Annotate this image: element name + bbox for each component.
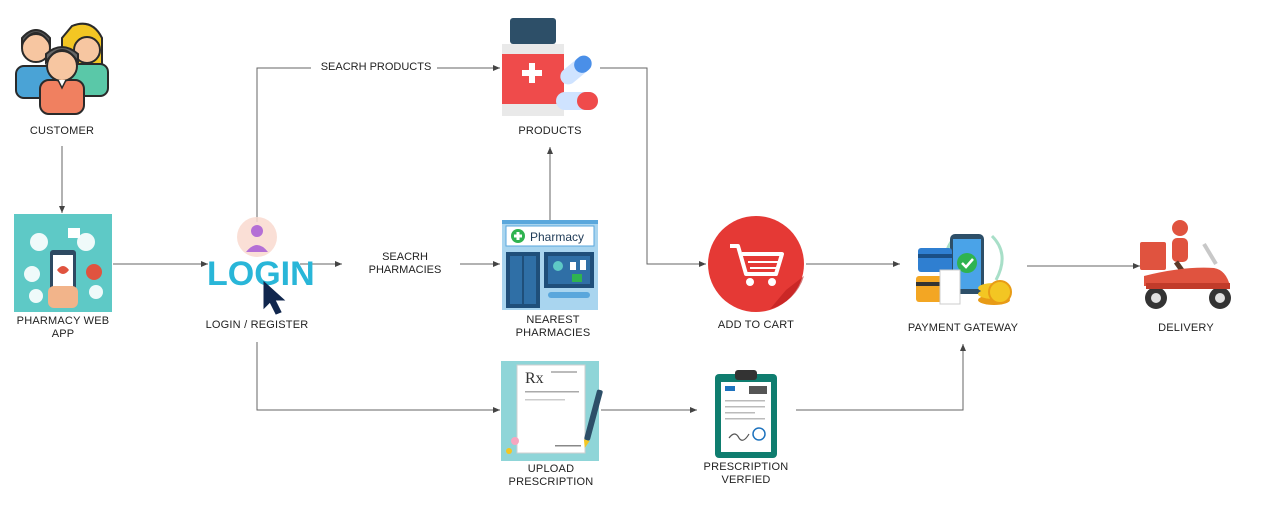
login-register-label: LOGIN / REGISTER — [197, 319, 317, 332]
customer-label: CUSTOMER — [12, 125, 112, 138]
search-pharmacies-edge-label-line2: PHARMACIES — [368, 264, 442, 276]
nearest-pharmacies-label-line1: NEAREST — [526, 314, 580, 326]
delivery-scooter-icon — [1140, 220, 1231, 309]
products-label-text: PRODUCTS — [518, 125, 582, 137]
search-pharmacies-edge-label-line1: SEACRH — [382, 251, 428, 263]
search-products-edge-label-text: SEACRH PRODUCTS — [320, 61, 432, 73]
pharmacy-web-app-label-line1: PHARMACY WEB — [16, 315, 110, 327]
prescription-verified-label: PRESCRIPTION VERFIED — [690, 461, 802, 487]
products-icon — [502, 18, 598, 116]
payment-gateway-icon — [916, 234, 1012, 305]
pharmacy-sign-text: Pharmacy — [530, 230, 584, 244]
upload-prescription-label-line2: PRESCRIPTION — [508, 476, 594, 488]
pharmacy-web-app-label-line2: APP — [51, 328, 75, 340]
edge-verified-to-payment — [796, 344, 966, 411]
search-products-edge-label: SEACRH PRODUCTS — [315, 61, 437, 74]
search-pharmacies-edge-label: SEACRH PHARMACIES — [352, 251, 458, 277]
delivery-label: DELIVERY — [1136, 322, 1236, 335]
add-to-cart-label: ADD TO CART — [700, 319, 812, 332]
edge-login-to-upload — [256, 342, 500, 413]
nearest-pharmacies-label: NEAREST PHARMACIES — [500, 314, 606, 340]
edges — [59, 65, 1140, 413]
pharmacy-web-app-icon — [14, 214, 112, 312]
upload-prescription-label-line1: UPLOAD — [527, 463, 575, 475]
prescription-verified-label-line2: VERFIED — [721, 474, 771, 486]
prescription-verified-label-line1: PRESCRIPTION — [703, 461, 789, 473]
upload-prescription-icon: Rx — [501, 361, 603, 461]
pharmacy-web-app-label: PHARMACY WEB APP — [8, 315, 118, 341]
edge-login-to-search-products — [256, 67, 311, 222]
delivery-label-text: DELIVERY — [1158, 322, 1214, 334]
pharmacy-store-icon: Pharmacy — [502, 220, 598, 310]
prescription-verified-icon — [715, 370, 777, 458]
customer-label-text: CUSTOMER — [29, 125, 95, 137]
nearest-pharmacies-label-line2: PHARMACIES — [515, 327, 591, 339]
upload-prescription-label: UPLOAD PRESCRIPTION — [496, 463, 606, 489]
login-logo-text: LOGIN — [207, 255, 315, 293]
products-label: PRODUCTS — [500, 125, 600, 138]
rx-symbol-text: Rx — [525, 370, 544, 387]
customer-icon — [15, 22, 109, 115]
login-register-label-text: LOGIN / REGISTER — [205, 319, 309, 331]
payment-gateway-label: PAYMENT GATEWAY — [898, 322, 1028, 335]
edge-products-to-cart — [600, 67, 706, 267]
cart-icon — [708, 216, 804, 312]
add-to-cart-label-text: ADD TO CART — [717, 319, 795, 331]
payment-gateway-label-text: PAYMENT GATEWAY — [907, 322, 1019, 334]
login-icon: LOGIN — [207, 217, 315, 315]
